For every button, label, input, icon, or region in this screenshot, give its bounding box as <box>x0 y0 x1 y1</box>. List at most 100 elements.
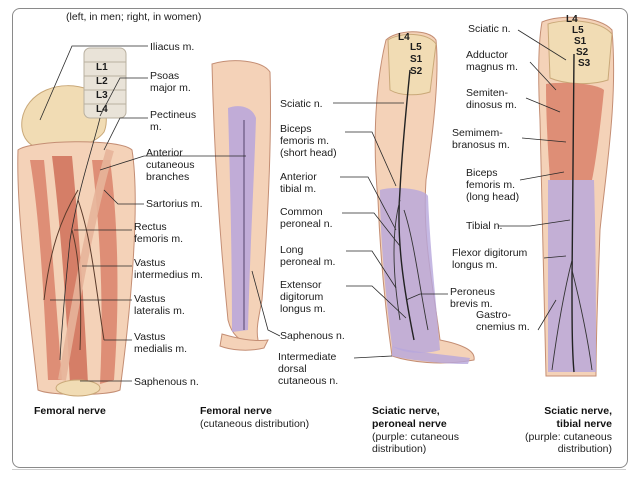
panel4-caption-title-1: Sciatic nerve, <box>544 405 612 417</box>
sciatic-tibial-trunk <box>571 53 575 373</box>
label-line: Intermediate <box>278 351 337 363</box>
label-line: Extensor <box>280 279 322 291</box>
leader-line <box>251 270 281 337</box>
label-sartorius: Sartorius m. <box>146 198 203 210</box>
panel3-caption-sub-2: distribution) <box>372 443 426 455</box>
label-psoas: Psoas major m. <box>150 70 191 94</box>
label-biceps-long: Biceps femoris m. (long head) <box>466 167 519 203</box>
peroneal-branches <box>393 199 429 331</box>
label-line: Biceps <box>466 167 498 179</box>
panel4-figure: L4 L5 S1 S2 S3 <box>538 14 615 377</box>
label-saphenous-2: Saphenous n. <box>280 330 345 342</box>
hamstring-muscles <box>546 82 604 180</box>
label-peroneus-brevis: Peroneus brevis m. <box>450 286 498 310</box>
label-line: Anterior <box>146 147 183 159</box>
label-line: longus m. <box>452 259 498 271</box>
panel4-caption-title-2: tibial nerve <box>557 418 613 430</box>
label-line: femoris m. <box>466 179 515 191</box>
leader-line <box>405 293 448 301</box>
label-line: femoris m. <box>280 135 329 147</box>
vastus-lateralis <box>30 160 62 380</box>
panel1-caption: Femoral nerve <box>34 405 106 417</box>
leader-line <box>353 355 393 359</box>
label-line: intermedius m. <box>134 269 203 281</box>
panel4-leaders <box>498 29 571 331</box>
label-line: digitorum <box>280 291 323 303</box>
leader-line <box>525 97 561 113</box>
label-rectus-femoris: Rectus femoris m. <box>134 221 183 245</box>
label-common-peroneal: Common peroneal n. <box>280 206 333 230</box>
label-sciatic-3: Sciatic n. <box>280 98 323 110</box>
femoral-nerve-trunk <box>59 117 101 361</box>
leader-line <box>340 176 397 231</box>
label-line: dinosus m. <box>466 99 517 111</box>
label-line: Semimem- <box>452 127 503 139</box>
patella <box>55 379 101 397</box>
label-line: Pectineus <box>150 109 196 121</box>
panel4-caption-sub-1: (purple: cutaneous <box>525 431 612 443</box>
label-iliacus: Iliacus m. <box>150 41 194 53</box>
vertebra-label: S1 <box>574 36 587 47</box>
label-tibial-n: Tibial n. <box>466 220 502 232</box>
label-vastus-lateralis: Vastus lateralis m. <box>134 293 185 317</box>
label-psoas-line: major m. <box>150 82 191 94</box>
leader-line <box>99 77 148 117</box>
foot-outline <box>219 333 269 351</box>
leader-line <box>346 285 407 319</box>
sciatic-nerve-trunk <box>398 69 415 341</box>
label-line: Vastus <box>134 331 165 343</box>
vertebra-label: S2 <box>576 47 589 58</box>
rectus-femoris <box>52 156 88 384</box>
leader-line <box>103 189 144 205</box>
label-line: dorsal <box>278 363 307 375</box>
lumbar-spine <box>83 47 127 119</box>
vertebra-label: L4 <box>96 104 108 115</box>
vertebra-label: L2 <box>96 76 108 87</box>
tibial-branches <box>551 259 593 371</box>
panel2-caption-sub: (cutaneous distribution) <box>200 418 309 430</box>
dorsum-cutaneous-area <box>392 346 470 364</box>
label-line: Biceps <box>280 123 312 135</box>
label-adductor-magnus: Adductor magnus m. <box>466 49 518 73</box>
label-gastrocnemius: Gastro- cnemius m. <box>476 309 530 333</box>
panel3-figure: L4 L5 S1 S2 <box>374 31 475 364</box>
label-line: peroneal m. <box>280 256 335 268</box>
sacrum-pelvis <box>547 20 613 85</box>
leader-line <box>346 250 397 289</box>
label-line: Long <box>280 244 304 256</box>
leader-line <box>537 299 557 331</box>
label-line: Anterior <box>280 171 317 183</box>
label-line: (long head) <box>466 191 519 203</box>
panel1-leaders <box>39 45 148 382</box>
label-extensor-dig: Extensor digitorum longus m. <box>280 279 326 315</box>
panel3-caption-title-2: peroneal nerve <box>372 418 447 430</box>
label-line: magnus m. <box>466 61 518 73</box>
leader-line <box>517 29 567 61</box>
leader-line <box>342 212 401 247</box>
label-line: Flexor digitorum <box>452 247 528 259</box>
sacrum-pelvis <box>387 34 437 96</box>
vertebra-label: S1 <box>410 54 423 65</box>
label-line: Common <box>280 206 323 218</box>
label-semimembranosus: Semimem- branosus m. <box>452 127 510 151</box>
panel2-figure <box>211 60 272 351</box>
panel3-caption-sub-1: (purple: cutaneous <box>372 431 459 443</box>
sartorius <box>58 148 114 381</box>
label-line: Semiten- <box>466 87 509 99</box>
label-psoas-line: Psoas <box>150 70 179 82</box>
label-vastus-intermedius: Vastus intermedius m. <box>134 257 203 281</box>
label-sciatic-4: Sciatic n. <box>468 23 511 35</box>
vertebra-label: L4 <box>398 32 410 43</box>
label-biceps-short: Biceps femoris m. (short head) <box>280 123 337 159</box>
label-line: Vastus <box>134 257 165 269</box>
vertebra-label: L5 <box>572 25 584 36</box>
leader-line <box>39 45 148 121</box>
label-pectineus: Pectineus m. <box>150 109 199 133</box>
label-semitendinosus: Semiten- dinosus m. <box>466 87 517 111</box>
label-line: Vastus <box>134 293 165 305</box>
panel3-leaders <box>333 102 448 359</box>
label-vastus-medialis: Vastus medialis m. <box>134 331 187 355</box>
label-line: femoris m. <box>134 233 183 245</box>
vertebra-label: L3 <box>96 90 108 101</box>
